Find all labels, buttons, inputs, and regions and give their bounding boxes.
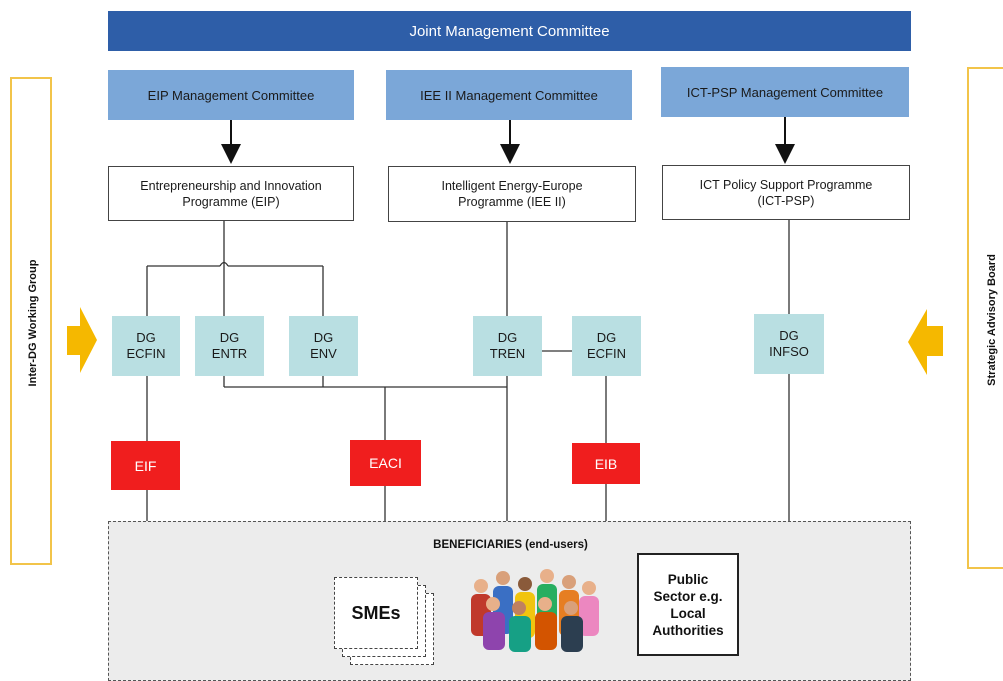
inter-dg-working-group-box: Inter-DG Working Group [10, 77, 52, 565]
beneficiaries-title: BENEFICIARIES (end-users) [433, 539, 588, 551]
ict-management-committee: ICT-PSP Management Committee [661, 67, 909, 117]
side-arrow-left-icon [908, 309, 943, 375]
strategic-advisory-board-box: Strategic Advisory Board [967, 67, 1003, 569]
programme-iee: Intelligent Energy-Europe Programme (IEE… [388, 166, 636, 222]
dg-ecfin-right: DG ECFIN [572, 316, 641, 376]
eip-management-committee: EIP Management Committee [108, 70, 354, 120]
dg-infso: DG INFSO [754, 314, 824, 374]
smes-card: SMEs [334, 577, 418, 649]
programme-ict-psp: ICT Policy Support Programme (ICT-PSP) [662, 165, 910, 220]
eaci-box: EACI [350, 440, 421, 486]
beneficiaries-panel: BENEFICIARIES (end-users) SMEs Public Se… [108, 521, 911, 681]
side-arrow-right-icon [67, 307, 97, 373]
dg-tren: DG TREN [473, 316, 542, 376]
public-sector-box: Public Sector e.g. Local Authorities [637, 553, 739, 656]
joint-management-committee: Joint Management Committee [108, 11, 911, 51]
eif-box: EIF [111, 441, 180, 490]
eib-box: EIB [572, 443, 640, 484]
programme-eip: Entrepreneurship and Innovation Programm… [108, 166, 354, 221]
dg-env: DG ENV [289, 316, 358, 376]
inter-dg-working-group-label: Inter-DG Working Group [27, 259, 39, 387]
iee-management-committee: IEE II Management Committee [386, 70, 632, 120]
dg-ecfin-left: DG ECFIN [112, 316, 180, 376]
people-group-icon [461, 564, 605, 652]
strategic-advisory-board-label: Strategic Advisory Board [986, 254, 998, 386]
dg-entr: DG ENTR [195, 316, 264, 376]
